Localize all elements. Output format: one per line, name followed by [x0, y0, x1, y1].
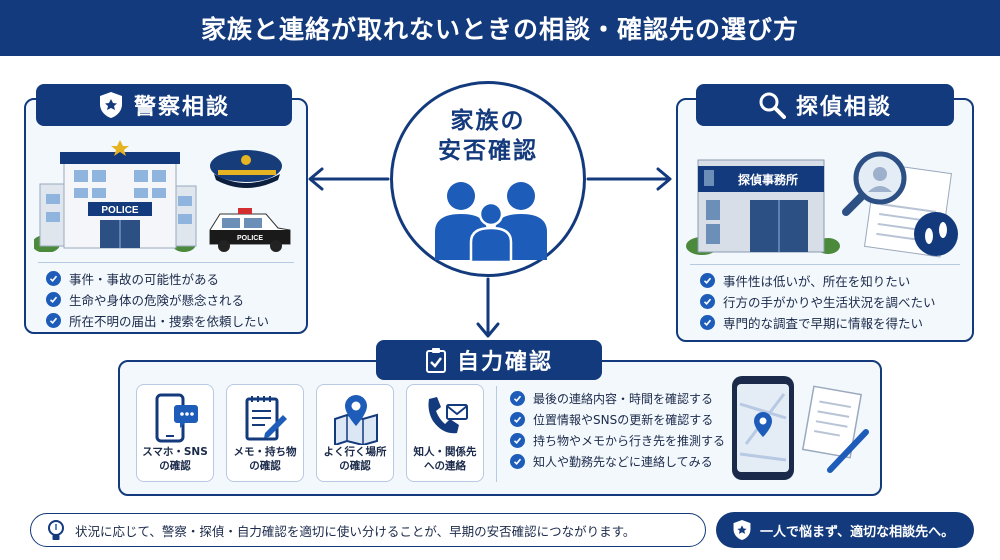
- self-check-list: 最後の連絡内容・時間を確認する 位置情報やSNSの更新を確認する 持ち物やメモか…: [510, 388, 725, 472]
- title-bar: 家族と連絡が取れないときの相談・確認先の選び方: [0, 0, 1000, 56]
- list-item-text: 生命や身体の危険が懸念される: [69, 293, 245, 308]
- map-pin-icon: [334, 395, 378, 445]
- list-item-text: 事件・事故の可能性がある: [69, 272, 220, 287]
- check-icon: [510, 454, 525, 469]
- footer-note: 状況に応じて、警察・探偵・自力確認を適切に使い分けることが、早期の安否確認につな…: [30, 513, 706, 547]
- list-item: 生命や身体の危険が懸念される: [46, 289, 269, 310]
- tile-frequent-places: よく行く場所 の確認: [316, 384, 394, 482]
- list-item-text: 知人や勤務先などに連絡してみる: [533, 455, 713, 469]
- detective-criteria-list: 事件性は低いが、所在を知りたい 行方の手がかりや生活状況を調べたい 専門的な調査…: [700, 270, 936, 333]
- phone-notepad-illustration: [732, 376, 869, 480]
- self-check-heading-label: 自力確認: [456, 350, 553, 375]
- footer-badge: 一人で悩まず、適切な相談先へ。: [716, 512, 974, 548]
- tile-smartphone-sns: スマホ・SNS の確認: [136, 384, 214, 482]
- shield-icon: [733, 520, 751, 540]
- check-icon: [46, 313, 61, 328]
- list-item-text: 最後の連絡内容・時間を確認する: [533, 392, 714, 406]
- page-title: 家族と連絡が取れないときの相談・確認先の選び方: [200, 15, 799, 44]
- lightbulb-icon: [48, 520, 64, 540]
- footer-note-text: 状況に応じて、警察・探偵・自力確認を適切に使い分けることが、早期の安否確認につな…: [75, 523, 636, 539]
- police-illustration: POLICE POLICE: [34, 140, 291, 252]
- shield-icon: [99, 92, 122, 118]
- check-icon: [700, 315, 715, 330]
- tile-label-line1: スマホ・SNS: [142, 446, 208, 458]
- police-heading-label: 警察相談: [133, 95, 230, 120]
- police-divider: [38, 262, 294, 263]
- notepad-pen-icon: [245, 396, 287, 441]
- police-car-text: POLICE: [237, 235, 263, 242]
- family-safety-circle: 家族の 安否確認: [390, 81, 586, 277]
- police-criteria-list: 事件・事故の可能性がある 生命や身体の危険が懸念される 所在不明の届出・捜索を依…: [46, 268, 269, 331]
- list-item: 専門的な調査で早期に情報を得たい: [700, 312, 936, 333]
- tile-label: スマホ・SNS の確認: [137, 445, 213, 473]
- tile-label-line1: 知人・関係先: [413, 446, 477, 458]
- family-icon: [435, 182, 547, 262]
- center-title: 家族の 安否確認: [393, 106, 583, 166]
- list-item: 持ち物やメモから行き先を推測する: [510, 430, 725, 451]
- check-icon: [510, 433, 525, 448]
- detective-divider: [690, 264, 960, 265]
- tile-label: 知人・関係先 への連絡: [407, 445, 483, 473]
- tile-label-line2: への連絡: [424, 460, 466, 472]
- list-item-text: 持ち物やメモから行き先を推測する: [533, 434, 726, 448]
- tile-label-line1: メモ・持ち物: [233, 446, 297, 458]
- check-icon: [510, 412, 525, 427]
- check-icon: [700, 273, 715, 288]
- tile-contacts: 知人・関係先 への連絡: [406, 384, 484, 482]
- detective-sign-text: 探偵事務所: [738, 172, 798, 187]
- check-icon: [700, 294, 715, 309]
- police-heading: 警察相談: [36, 84, 292, 126]
- self-check-divider: [496, 386, 497, 482]
- tile-label-line2: の確認: [249, 460, 281, 472]
- check-icon: [510, 391, 525, 406]
- magnifier-icon: [759, 92, 786, 119]
- list-item: 位置情報やSNSの更新を確認する: [510, 409, 725, 430]
- list-item: 事件性は低いが、所在を知りたい: [700, 270, 936, 291]
- list-item-text: 所在不明の届出・捜索を依頼したい: [69, 314, 270, 329]
- list-item: 事件・事故の可能性がある: [46, 268, 269, 289]
- list-item-text: 行方の手がかりや生活状況を調べたい: [723, 295, 936, 310]
- tile-label-line2: の確認: [159, 460, 191, 472]
- phone-mail-icon: [428, 397, 468, 434]
- detective-illustration: 探偵事務所: [686, 151, 958, 258]
- tile-label: メモ・持ち物 の確認: [227, 445, 303, 473]
- check-icon: [46, 271, 61, 286]
- list-item-text: 位置情報やSNSの更新を確認する: [533, 413, 714, 427]
- smartphone-chat-icon: [155, 393, 198, 443]
- tile-label: よく行く場所 の確認: [317, 445, 393, 473]
- detective-heading: 探偵相談: [696, 84, 954, 126]
- tile-memo-belongings: メモ・持ち物 の確認: [226, 384, 304, 482]
- list-item: 知人や勤務先などに連絡してみる: [510, 451, 725, 472]
- center-title-line1: 家族の: [450, 108, 526, 134]
- check-icon: [46, 292, 61, 307]
- tile-label-line2: の確認: [339, 460, 371, 472]
- list-item: 行方の手がかりや生活状況を調べたい: [700, 291, 936, 312]
- self-check-heading: 自力確認: [376, 340, 602, 380]
- police-sign-text: POLICE: [101, 205, 139, 216]
- clipboard-icon: [425, 348, 446, 373]
- list-item: 所在不明の届出・捜索を依頼したい: [46, 310, 269, 331]
- tile-label-line1: よく行く場所: [323, 446, 387, 458]
- list-item: 最後の連絡内容・時間を確認する: [510, 388, 725, 409]
- footer-badge-text: 一人で悩まず、適切な相談先へ。: [760, 524, 955, 540]
- center-title-line2: 安否確認: [438, 138, 538, 164]
- list-item-text: 専門的な調査で早期に情報を得たい: [723, 316, 924, 331]
- list-item-text: 事件性は低いが、所在を知りたい: [723, 274, 911, 289]
- detective-heading-label: 探偵相談: [795, 95, 892, 120]
